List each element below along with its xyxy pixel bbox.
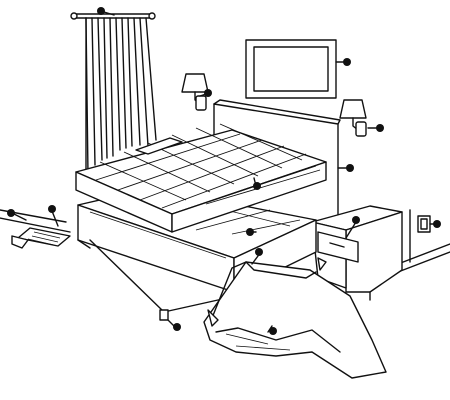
callout-mattress — [253, 177, 261, 190]
callout-wall-lamp-left — [199, 89, 212, 97]
floor-vent — [11, 227, 71, 249]
callout-curtain-rod — [97, 7, 115, 16]
callout-picture-frame — [335, 58, 351, 66]
callout-floor-vent — [48, 205, 59, 227]
callout-fabric-cover — [251, 248, 263, 265]
mattress — [75, 123, 327, 233]
callout-baseboard-left — [7, 209, 27, 221]
callout-markers — [7, 7, 441, 335]
wall-lamp-left — [181, 73, 209, 111]
wall-outlet — [417, 215, 431, 233]
wall-lamp-right — [339, 99, 367, 137]
fabric-cover — [203, 257, 387, 379]
callout-nightstand-drawer — [345, 216, 360, 239]
picture-frame — [245, 39, 337, 99]
callout-headboard — [337, 164, 354, 172]
callout-wall-outlet — [429, 220, 441, 228]
callout-wall-lamp-right — [367, 124, 384, 132]
nightstand — [311, 205, 403, 301]
callout-box-spring — [246, 228, 257, 236]
callout-fabric-seam — [267, 325, 277, 335]
callout-bed-frame-leg — [167, 319, 181, 331]
